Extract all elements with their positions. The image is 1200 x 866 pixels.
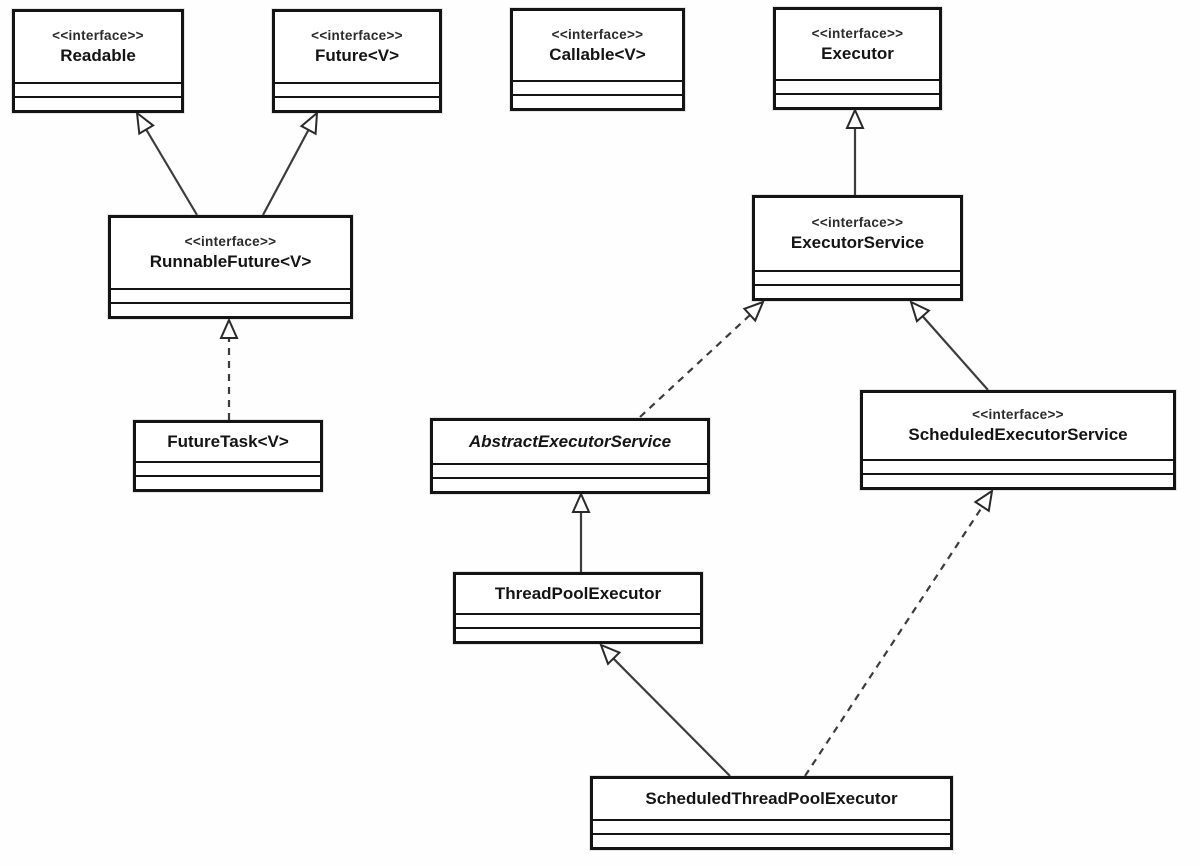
attributes-compartment [863, 459, 1173, 473]
class-title: <<interface>> Future<V> [275, 12, 439, 82]
stereotype-label: <<interface>> [551, 26, 644, 42]
class-box-abstract-executor-service: AbstractExecutorService [430, 418, 710, 494]
operations-compartment [755, 284, 960, 298]
class-title: <<interface>> Executor [776, 10, 939, 79]
attributes-compartment [433, 463, 707, 477]
edge-scheduledthreadpoolexecutor-scheduledexecutorservice [804, 488, 994, 777]
class-box-scheduled-thread-pool-executor: ScheduledThreadPoolExecutor [590, 776, 953, 850]
attributes-compartment [275, 82, 439, 96]
class-box-thread-pool-executor: ThreadPoolExecutor [453, 572, 703, 644]
class-box-runnable-future: <<interface>> RunnableFuture<V> [108, 215, 353, 319]
operations-compartment [15, 96, 181, 110]
attributes-compartment [136, 461, 320, 475]
class-name: Callable<V> [549, 44, 646, 64]
operations-compartment [593, 833, 950, 847]
stereotype-label: <<interface>> [311, 28, 403, 43]
class-box-executor: <<interface>> Executor [773, 7, 942, 110]
operations-compartment [433, 477, 707, 491]
class-name: Executor [821, 43, 894, 63]
operations-compartment [776, 93, 939, 107]
attributes-compartment [513, 80, 682, 94]
class-name: ThreadPoolExecutor [494, 584, 662, 603]
operations-compartment [111, 302, 350, 316]
edge-runnablefuture-readable [135, 110, 198, 216]
attributes-compartment [593, 819, 950, 833]
class-title: <<interface>> ExecutorService [755, 198, 960, 270]
stereotype-label: <<interface>> [811, 215, 904, 230]
attributes-compartment [111, 288, 350, 302]
attributes-compartment [755, 270, 960, 284]
class-name: FutureTask<V> [167, 432, 289, 451]
class-name: Future<V> [314, 46, 400, 65]
operations-compartment [513, 94, 682, 108]
attributes-compartment [15, 82, 181, 96]
edge-scheduledexecutorservice-executorservice [909, 300, 989, 391]
operations-compartment [136, 475, 320, 489]
class-title: ScheduledThreadPoolExecutor [593, 779, 950, 819]
class-box-callable: <<interface>> Callable<V> [510, 8, 685, 111]
class-box-future: <<interface>> Future<V> [272, 9, 442, 113]
edge-scheduledthreadpoolexecutor-threadpoolexecutor [599, 643, 731, 777]
class-title: AbstractExecutorService [433, 421, 707, 463]
class-name: RunnableFuture<V> [149, 252, 312, 271]
class-box-readable: <<interface>> Readable [12, 9, 184, 113]
edge-runnablefuture-future [262, 110, 319, 216]
class-name: ExecutorService [790, 233, 925, 252]
class-title: <<interface>> Readable [15, 12, 181, 82]
class-title: ThreadPoolExecutor [456, 575, 700, 613]
class-name: Readable [60, 46, 136, 65]
operations-compartment [275, 96, 439, 110]
operations-compartment [863, 473, 1173, 487]
class-title: FutureTask<V> [136, 423, 320, 461]
edge-executorservice-executor [845, 107, 865, 195]
stereotype-label: <<interface>> [184, 234, 277, 249]
edge-futuretask-runnablefuture [219, 317, 239, 420]
edge-abstractexecutorservice-executorservice [639, 300, 765, 418]
stereotype-label: <<interface>> [811, 25, 904, 41]
operations-compartment [456, 627, 700, 641]
class-name: ScheduledExecutorService [908, 425, 1128, 444]
stereotype-label: <<interface>> [972, 407, 1064, 422]
class-box-executor-service: <<interface>> ExecutorService [752, 195, 963, 301]
class-name: AbstractExecutorService [468, 432, 672, 451]
stereotype-label: <<interface>> [52, 28, 144, 43]
class-name: ScheduledThreadPoolExecutor [645, 789, 898, 808]
class-box-future-task: FutureTask<V> [133, 420, 323, 492]
edge-threadpoolexecutor-abstractexecutorservice [571, 491, 591, 572]
class-title: <<interface>> ScheduledExecutorService [863, 393, 1173, 459]
class-title: <<interface>> RunnableFuture<V> [111, 218, 350, 288]
class-box-scheduled-executor-service: <<interface>> ScheduledExecutorService [860, 390, 1176, 490]
class-title: <<interface>> Callable<V> [513, 11, 682, 80]
attributes-compartment [456, 613, 700, 627]
attributes-compartment [776, 79, 939, 93]
